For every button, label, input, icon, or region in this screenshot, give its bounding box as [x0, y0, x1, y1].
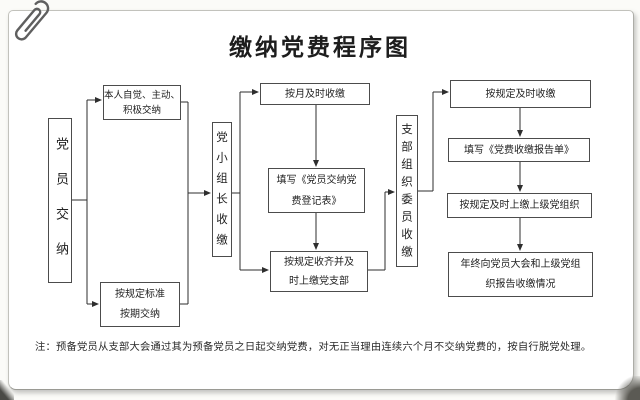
paperclip-icon [14, 0, 50, 41]
flow-node-timely-collect: 按规定及时收缴 [450, 80, 591, 108]
flow-node-self-pay: 本人自觉、主动、 积极交纳 [103, 85, 181, 120]
flow-node-group-leader-collect: 党小组长收缴 [212, 122, 232, 257]
flow-node-monthly-collect: 按月及时收缴 [260, 83, 370, 105]
flow-node-standard-pay: 按规定标准 按期交纳 [100, 282, 180, 327]
footnote: 注：预备党员从支部大会通过其为预备党员之日起交纳党费，对无正当理由连续六个月不交… [35, 341, 592, 353]
flow-node-branch-committee-collect: 支部组织委员收缴 [396, 115, 418, 267]
flow-node-fill-member-register: 填写《党员交纳党 费登记表》 [268, 168, 365, 213]
photo-corner-bottom-left [0, 380, 14, 400]
flow-node-collect-submit-branch: 按规定收齐并及 时上缴党支部 [270, 251, 368, 292]
diagram-title: 缴纳党费程序图 [229, 35, 411, 61]
flow-node-fill-fee-report: 填写《党费收缴报告单》 [448, 138, 590, 162]
flow-node-submit-higher-org: 按规定及时上缴上级党组织 [447, 193, 592, 218]
photo-corner-bottom-right [614, 376, 640, 400]
flow-node-year-end-report: 年终向党员大会和上级党组 织报告收缴情况 [448, 252, 593, 297]
flow-node-member-pay: 党员交纳 [48, 118, 72, 283]
